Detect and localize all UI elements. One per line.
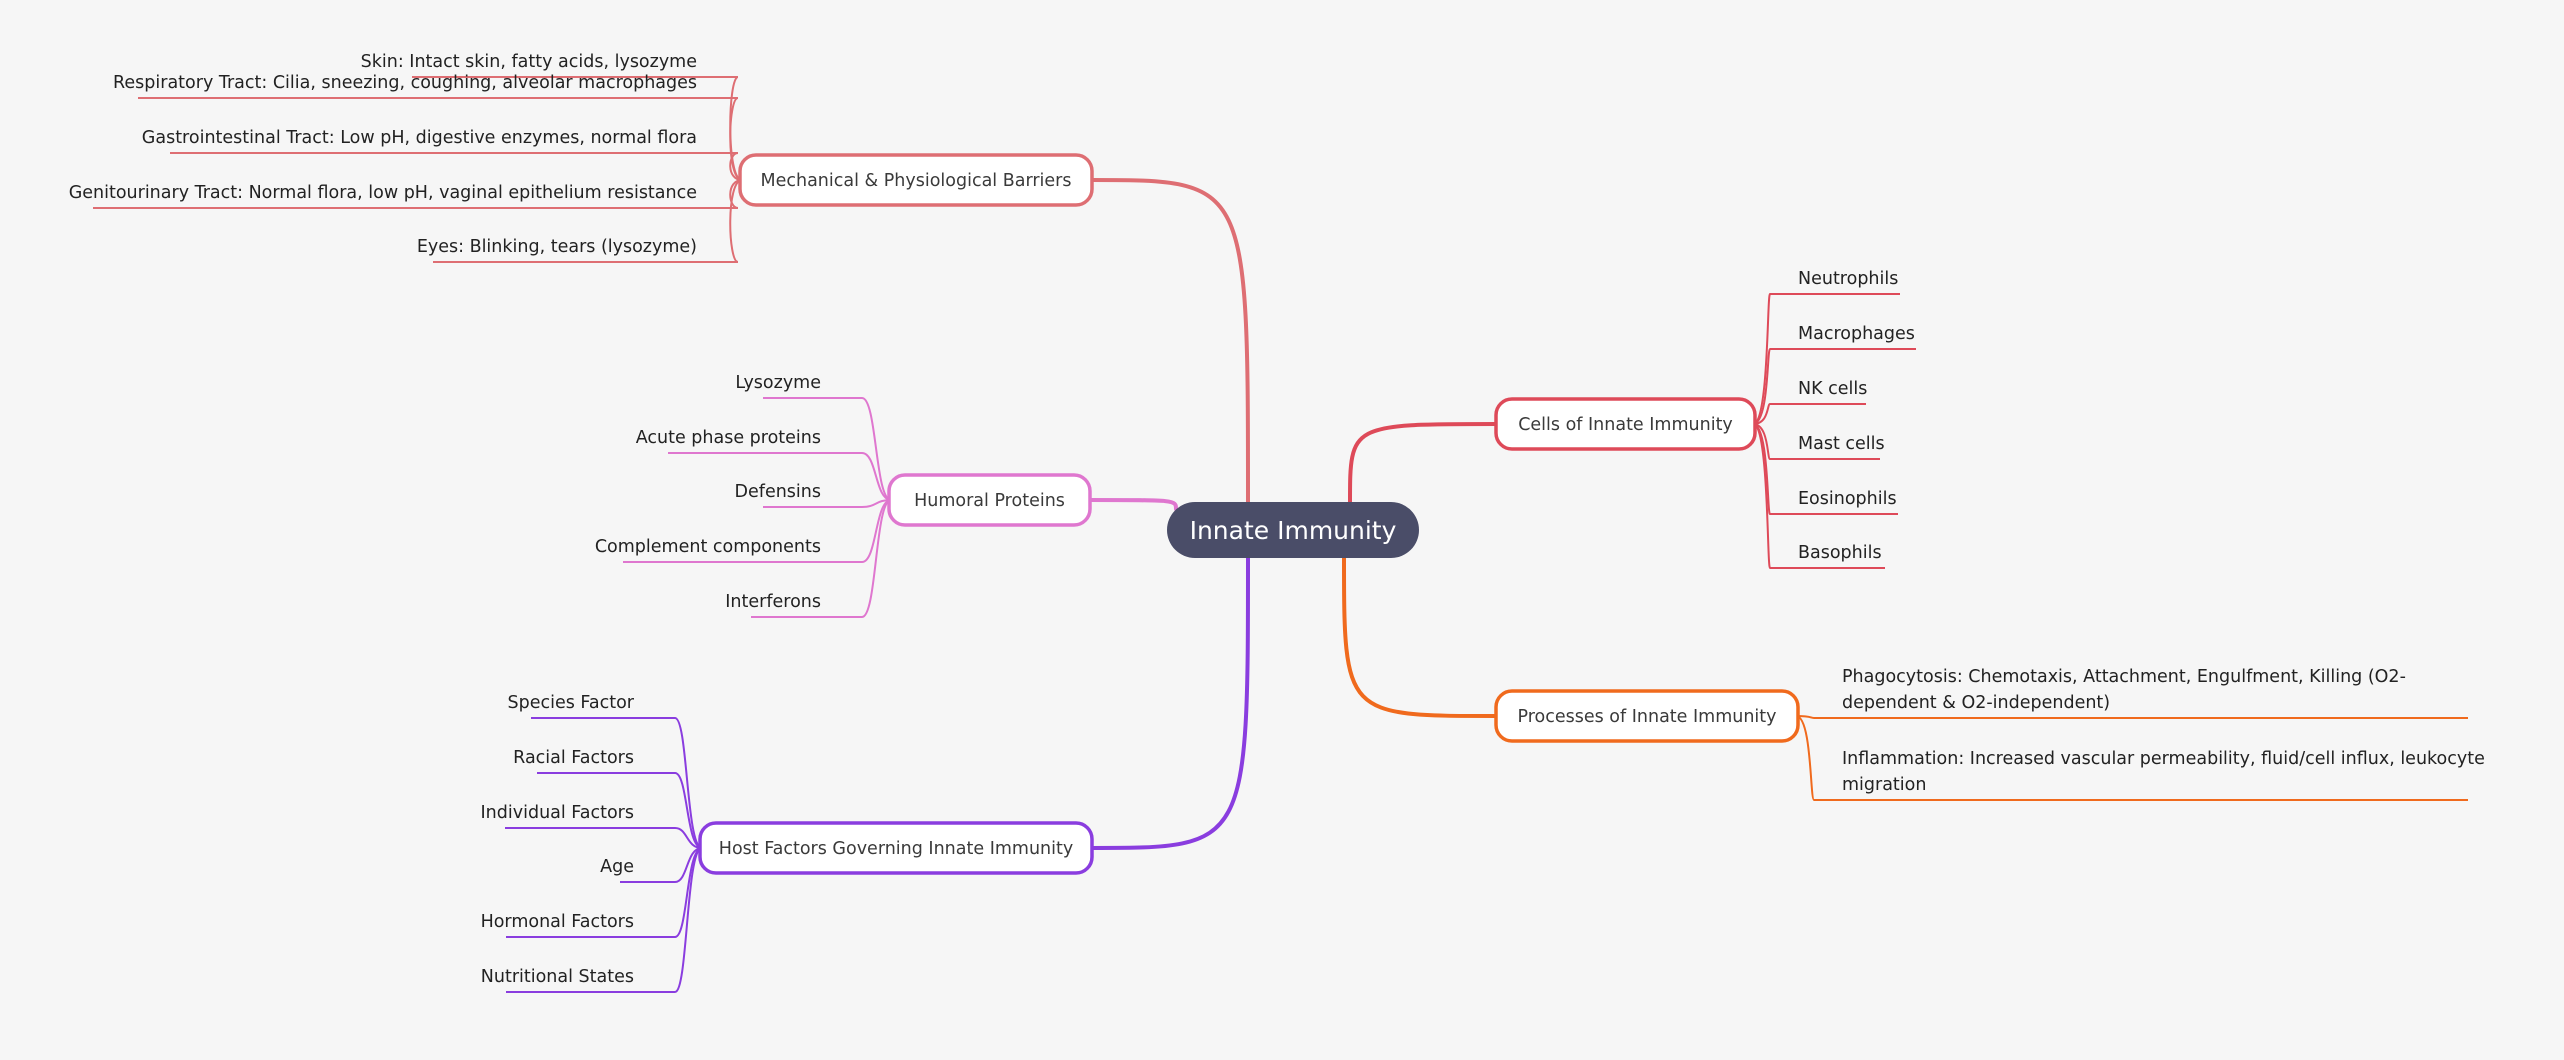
- root-node-label: Innate Immunity: [1190, 516, 1397, 545]
- leaf-node[interactable]: NK cells: [1798, 379, 1867, 399]
- leaf-node-label: migration: [1842, 775, 1926, 795]
- leaf-node-label: Basophils: [1798, 543, 1882, 563]
- leaf-node-label: NK cells: [1798, 379, 1867, 399]
- leaf-node-label: Nutritional States: [481, 967, 634, 987]
- leaf-connector: [668, 452, 892, 501]
- branch-node-label: Mechanical & Physiological Barriers: [761, 171, 1072, 191]
- branch-node-label: Humoral Proteins: [914, 491, 1065, 511]
- leaf-node[interactable]: Individual Factors: [481, 803, 634, 823]
- branch-connector: [1090, 178, 1250, 504]
- leaf-connector: [1752, 293, 1900, 425]
- leaf-connector: [138, 97, 743, 181]
- leaf-node-label: Inflammation: Increased vascular permeab…: [1842, 749, 2485, 769]
- leaf-connector: [763, 499, 892, 508]
- branch-node-mechanical[interactable]: Mechanical & Physiological Barriers: [738, 153, 1094, 207]
- branch-node-humoral[interactable]: Humoral Proteins: [887, 473, 1092, 527]
- leaf-connector: [433, 179, 743, 263]
- branch-connector: [1342, 554, 1498, 718]
- branch-node-label: Processes of Innate Immunity: [1517, 707, 1776, 727]
- branch-node-shape: [1494, 397, 1757, 451]
- branch-node-shape: [887, 473, 1092, 527]
- leaf-connector: [1795, 715, 2468, 801]
- leaf-connector: [763, 397, 892, 501]
- leaf-node-label: Respiratory Tract: Cilia, sneezing, coug…: [113, 73, 697, 93]
- leaf-node[interactable]: Interferons: [725, 592, 821, 612]
- leaf-node[interactable]: Acute phase proteins: [636, 428, 821, 448]
- branch-connector: [1348, 422, 1498, 504]
- leaf-node-label: Acute phase proteins: [636, 428, 821, 448]
- leaf-node-label: Neutrophils: [1798, 269, 1898, 289]
- leaf-node[interactable]: Mast cells: [1798, 434, 1885, 454]
- node-layer: Innate Immunity Mechanical & Physiologica…: [69, 52, 2485, 987]
- root-node-shape: [1167, 502, 1419, 558]
- leaf-connector: [751, 499, 892, 618]
- leaf-node[interactable]: Lysozyme: [735, 373, 821, 393]
- branch-connector: [1088, 498, 1178, 511]
- leaf-node[interactable]: Inflammation: Increased vascular permeab…: [1842, 749, 2485, 795]
- leaf-node[interactable]: Age: [600, 857, 634, 877]
- leaf-node-label: Individual Factors: [481, 803, 634, 823]
- leaf-node-label: Skin: Intact skin, fatty acids, lysozyme: [361, 52, 697, 72]
- leaf-node[interactable]: Species Factor: [508, 693, 635, 713]
- leaf-node[interactable]: Phagocytosis: Chemotaxis, Attachment, En…: [1842, 667, 2406, 713]
- leaf-node[interactable]: Eosinophils: [1798, 489, 1897, 509]
- leaf-node-label: Eosinophils: [1798, 489, 1897, 509]
- leaf-connector: [1752, 403, 1866, 425]
- leaf-node[interactable]: Gastrointestinal Tract: Low pH, digestiv…: [142, 128, 697, 148]
- leaf-node-label: Lysozyme: [735, 373, 821, 393]
- leaf-node[interactable]: Respiratory Tract: Cilia, sneezing, coug…: [113, 73, 697, 93]
- leaf-node-label: Defensins: [735, 482, 821, 502]
- leaf-connector: [531, 717, 703, 849]
- leaf-node-label: Macrophages: [1798, 324, 1915, 344]
- connector-layer: [93, 76, 2468, 993]
- branch-node-shape: [1494, 689, 1800, 743]
- leaf-connector: [537, 772, 703, 849]
- leaf-node-label: Eyes: Blinking, tears (lysozyme): [417, 237, 697, 257]
- leaf-node[interactable]: Basophils: [1798, 543, 1882, 563]
- branch-node-cells[interactable]: Cells of Innate Immunity: [1494, 397, 1757, 451]
- leaf-node-label: Complement components: [595, 537, 821, 557]
- leaf-node-label: Species Factor: [508, 693, 635, 713]
- branch-node-host[interactable]: Host Factors Governing Innate Immunity: [698, 821, 1094, 875]
- leaf-connector: [1795, 715, 2468, 719]
- branch-connector: [1090, 554, 1250, 850]
- leaf-node[interactable]: Defensins: [735, 482, 821, 502]
- leaf-node[interactable]: Genitourinary Tract: Normal flora, low p…: [69, 183, 697, 203]
- leaf-node-label: dependent & O2-independent): [1842, 693, 2110, 713]
- leaf-node[interactable]: Macrophages: [1798, 324, 1915, 344]
- leaf-node[interactable]: Hormonal Factors: [481, 912, 634, 932]
- branch-node-shape: [698, 821, 1094, 875]
- branch-node-processes[interactable]: Processes of Innate Immunity: [1494, 689, 1800, 743]
- leaf-node-label: Mast cells: [1798, 434, 1885, 454]
- leaf-node-label: Age: [600, 857, 634, 877]
- leaf-node-label: Interferons: [725, 592, 821, 612]
- leaf-node-label: Gastrointestinal Tract: Low pH, digestiv…: [142, 128, 697, 148]
- leaf-node-label: Phagocytosis: Chemotaxis, Attachment, En…: [1842, 667, 2406, 687]
- leaf-connector: [506, 847, 703, 993]
- leaf-node[interactable]: Racial Factors: [513, 748, 634, 768]
- leaf-node[interactable]: Eyes: Blinking, tears (lysozyme): [417, 237, 697, 257]
- leaf-node-label: Genitourinary Tract: Normal flora, low p…: [69, 183, 697, 203]
- leaf-node-label: Hormonal Factors: [481, 912, 634, 932]
- branch-node-label: Cells of Innate Immunity: [1518, 415, 1733, 435]
- leaf-node[interactable]: Nutritional States: [481, 967, 634, 987]
- branch-node-shape: [738, 153, 1094, 207]
- leaf-connector: [1752, 423, 1885, 569]
- leaf-node[interactable]: Complement components: [595, 537, 821, 557]
- root-node[interactable]: Innate Immunity: [1167, 502, 1419, 558]
- leaf-connector: [505, 827, 703, 849]
- leaf-node[interactable]: Neutrophils: [1798, 269, 1898, 289]
- leaf-node[interactable]: Skin: Intact skin, fatty acids, lysozyme: [361, 52, 697, 72]
- leaf-node-label: Racial Factors: [513, 748, 634, 768]
- leaf-connector: [170, 152, 743, 181]
- leaf-connector: [1752, 348, 1916, 425]
- branch-node-label: Host Factors Governing Innate Immunity: [719, 839, 1073, 859]
